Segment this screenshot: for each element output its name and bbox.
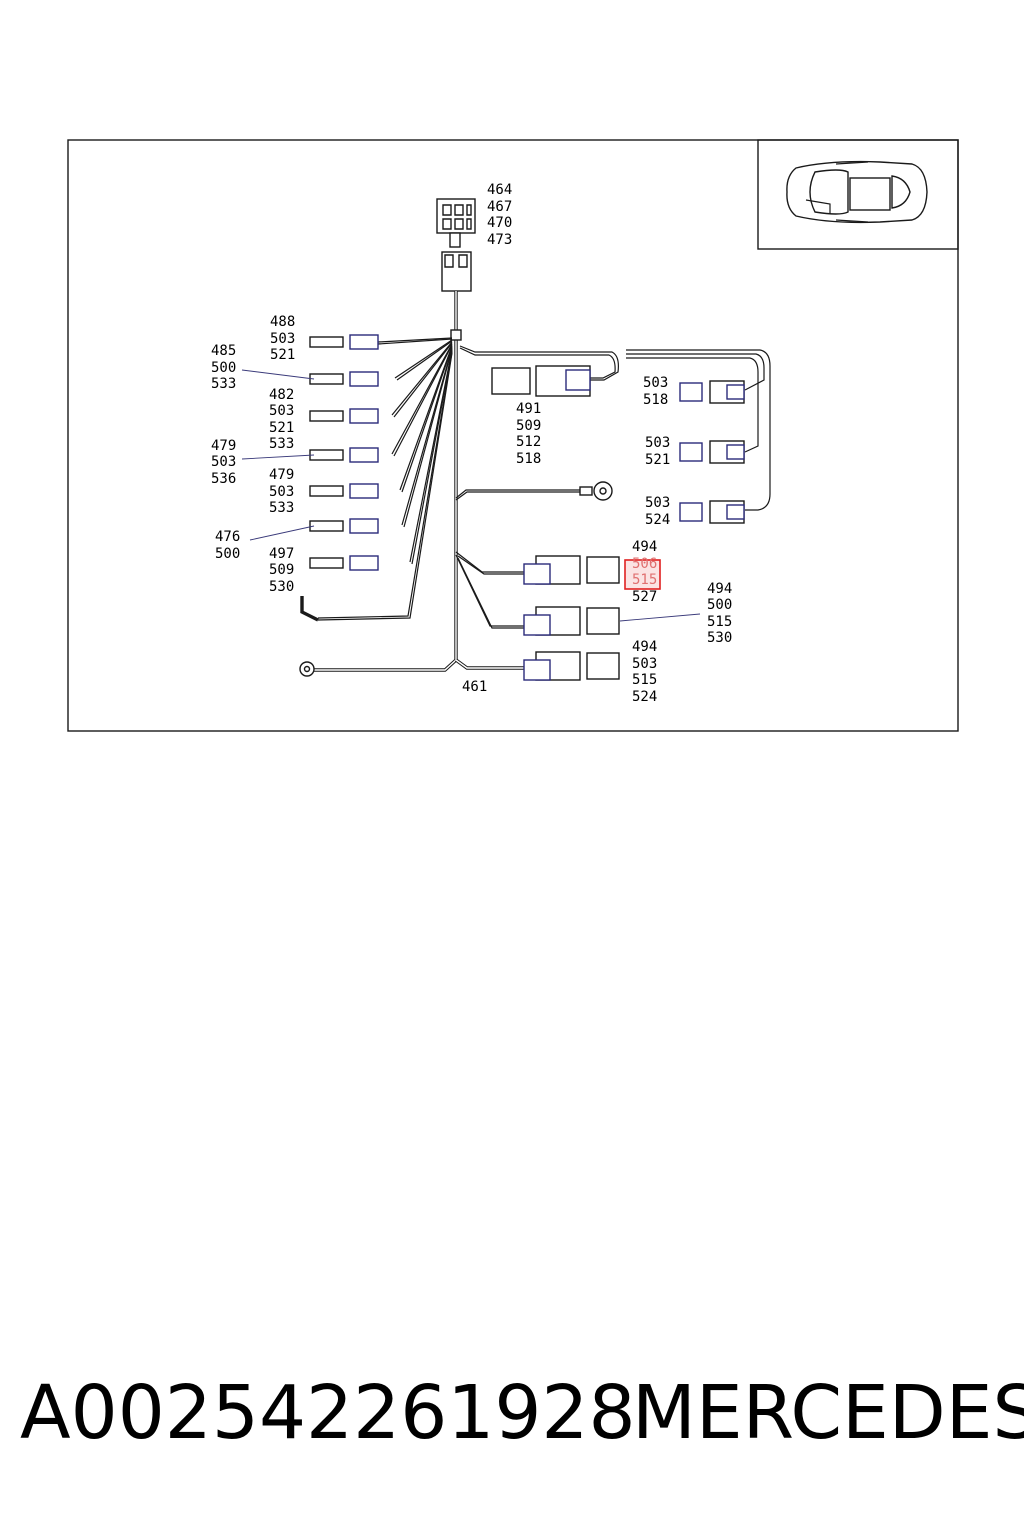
connector-494-a [523, 555, 620, 585]
svg-text:494: 494 [632, 539, 657, 555]
wiring-harness-diagram: 464 467 470 473 488 503 521 485 500 533 … [67, 139, 959, 732]
diagram-frame [67, 139, 959, 732]
callout-top-connector: 464 467 470 473 [487, 182, 512, 248]
svg-text:503: 503 [269, 484, 294, 500]
svg-text:482: 482 [269, 387, 294, 403]
connector-pair-5 [309, 483, 379, 499]
callout-476: 476 500 [215, 529, 240, 562]
callout-494-a: 494 506 515 527 [632, 539, 657, 605]
svg-text:515: 515 [632, 572, 657, 588]
highlighted-callout [624, 559, 661, 590]
connector-503-521 [679, 440, 745, 464]
svg-text:506: 506 [632, 556, 657, 572]
svg-text:479: 479 [269, 467, 294, 483]
svg-text:494: 494 [707, 581, 732, 597]
connector-pair-6 [309, 518, 379, 534]
svg-text:488: 488 [270, 314, 295, 330]
svg-text:536: 536 [211, 471, 236, 487]
main-plug-connector [436, 198, 476, 292]
callout-503-521: 503 521 [645, 435, 670, 468]
svg-text:509: 509 [269, 562, 294, 578]
svg-text:527: 527 [632, 589, 657, 605]
part-number: A002542261928 [20, 1370, 636, 1456]
svg-text:467: 467 [487, 199, 512, 215]
svg-text:515: 515 [632, 672, 657, 688]
car-top-view-icon [786, 160, 928, 224]
connector-pair-3 [309, 408, 379, 424]
connector-pair-4 [309, 447, 379, 463]
svg-text:500: 500 [211, 360, 236, 376]
svg-text:524: 524 [645, 512, 670, 528]
svg-text:515: 515 [707, 614, 732, 630]
svg-text:530: 530 [707, 630, 732, 646]
callout-485: 485 500 533 [211, 343, 236, 392]
callout-491: 491 509 512 518 [516, 401, 541, 467]
svg-text:503: 503 [211, 454, 236, 470]
left-connector-row [309, 334, 379, 571]
connector-491-group [491, 365, 591, 397]
callout-494-b: 494 500 515 530 [707, 581, 732, 646]
callout-461: 461 [462, 679, 487, 695]
svg-text:530: 530 [269, 579, 294, 595]
callout-497: 497 509 530 [269, 546, 294, 595]
svg-text:470: 470 [487, 215, 512, 231]
svg-text:518: 518 [643, 392, 668, 408]
connector-pair-1 [309, 334, 379, 350]
svg-text:512: 512 [516, 434, 541, 450]
callout-482: 482 503 521 533 [269, 387, 294, 452]
svg-text:533: 533 [269, 436, 294, 452]
svg-text:533: 533 [211, 376, 236, 392]
svg-text:521: 521 [645, 452, 670, 468]
svg-text:491: 491 [516, 401, 541, 417]
brand-name: MERCEDES [632, 1370, 1024, 1456]
callout-494-c: 494 503 515 524 [632, 639, 657, 705]
connector-503-524 [679, 500, 745, 524]
callout-479-a: 479 503 536 [211, 438, 236, 487]
svg-text:503: 503 [269, 403, 294, 419]
svg-text:500: 500 [707, 597, 732, 613]
svg-text:503: 503 [643, 375, 668, 391]
svg-text:503: 503 [645, 495, 670, 511]
callout-503-524: 503 524 [645, 495, 670, 528]
connector-pair-2 [309, 371, 379, 387]
callout-488: 488 503 521 [270, 314, 295, 363]
harness-junction [450, 329, 462, 341]
connector-494-c [523, 651, 620, 681]
svg-text:521: 521 [270, 347, 295, 363]
svg-text:473: 473 [487, 232, 512, 248]
svg-text:464: 464 [487, 182, 512, 198]
callout-503-518: 503 518 [643, 375, 668, 408]
connector-pair-7 [309, 555, 379, 571]
svg-text:479: 479 [211, 438, 236, 454]
callout-479-b: 479 503 533 [269, 467, 294, 516]
connector-494-b [523, 606, 620, 636]
svg-text:503: 503 [645, 435, 670, 451]
svg-text:500: 500 [215, 546, 240, 562]
vehicle-location-inset [757, 139, 959, 250]
footer: A002542261928 MERCEDES [0, 1370, 1024, 1480]
svg-text:524: 524 [632, 689, 657, 705]
svg-text:494: 494 [632, 639, 657, 655]
connector-503-518 [679, 380, 745, 404]
svg-text:476: 476 [215, 529, 240, 545]
svg-text:521: 521 [269, 420, 294, 436]
svg-text:503: 503 [632, 656, 657, 672]
svg-text:485: 485 [211, 343, 236, 359]
svg-text:533: 533 [269, 500, 294, 516]
svg-text:503: 503 [270, 331, 295, 347]
svg-text:509: 509 [516, 418, 541, 434]
svg-text:497: 497 [269, 546, 294, 562]
left-branches [317, 337, 453, 621]
ground-strap [300, 596, 319, 622]
svg-text:518: 518 [516, 451, 541, 467]
